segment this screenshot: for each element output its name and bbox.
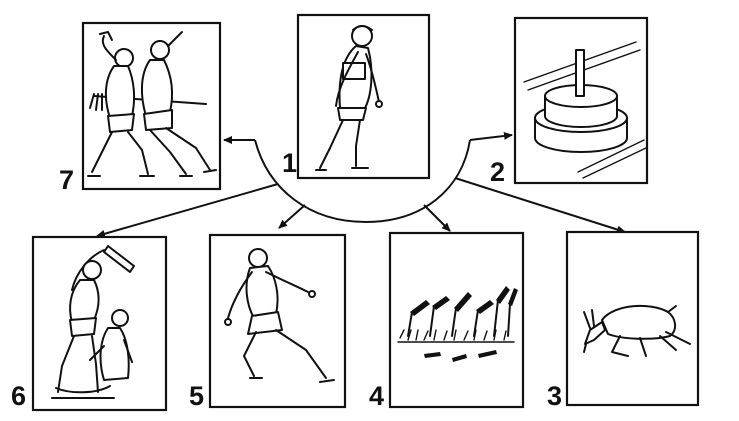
- trampled-grain-icon: [397, 286, 518, 362]
- panel-5: [208, 233, 347, 409]
- panel-7: [81, 21, 222, 191]
- arrow-to-3: [454, 177, 626, 234]
- label-1: 1: [282, 148, 297, 178]
- label-7: 7: [59, 165, 74, 195]
- label-5: 5: [189, 381, 204, 411]
- label-3: 3: [547, 381, 562, 411]
- man-walking-icon: [315, 25, 383, 171]
- fallen-goat-icon: [583, 304, 691, 357]
- panel-4: [388, 231, 525, 409]
- label-2: 2: [490, 157, 505, 187]
- arrow-to-2: [469, 131, 513, 141]
- label-6: 6: [11, 381, 26, 411]
- connector-arrows: [96, 131, 626, 238]
- man-with-club-icon: [51, 245, 135, 399]
- man-stealing-icon: [87, 31, 217, 177]
- arrow-to-4: [423, 204, 451, 232]
- central-arc: [254, 139, 471, 224]
- millstone-icon: [523, 41, 647, 179]
- panel-3: [565, 230, 700, 407]
- panel-6: [31, 235, 168, 412]
- arrow-to-5: [278, 204, 306, 229]
- number-labels: 1 2 3 4 5 6 7: [11, 148, 562, 411]
- panel-1: [296, 13, 431, 180]
- running-man-icon: [224, 248, 335, 383]
- label-4: 4: [369, 381, 384, 411]
- arrow-to-6: [96, 183, 279, 238]
- panel-2: [513, 16, 649, 185]
